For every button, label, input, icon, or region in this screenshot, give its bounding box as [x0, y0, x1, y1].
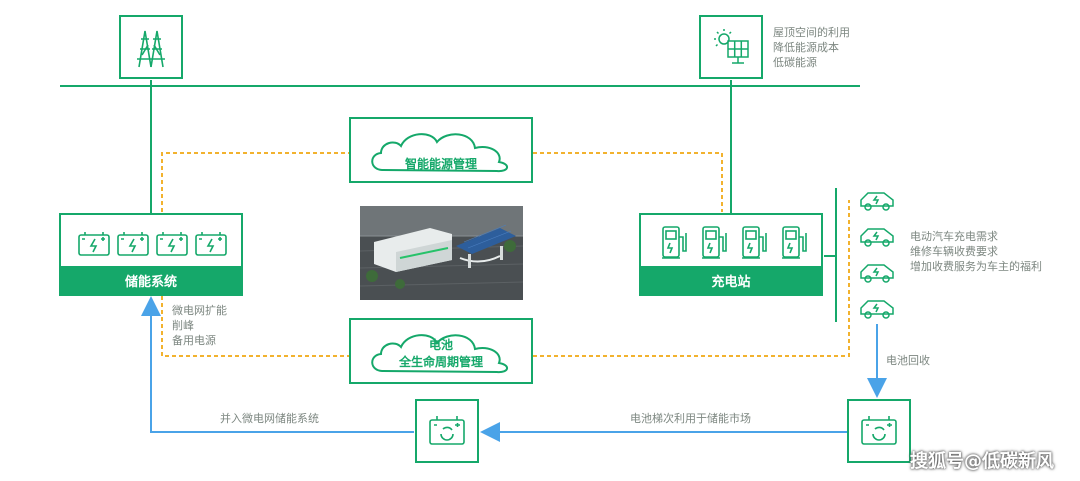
- ev-benefit-item: 增加收费服务为车主的福利: [910, 260, 1042, 273]
- lifecycle-dashed-line-right: [533, 200, 850, 357]
- solar-panel-box: [699, 15, 763, 79]
- battery-icon: [156, 232, 188, 256]
- battery-icon: [195, 232, 227, 256]
- charger-icons: [662, 226, 807, 259]
- solar-benefit-item: 降低能源成本: [773, 41, 839, 54]
- electric-car-icon: [860, 192, 894, 211]
- solar-benefit-item: 屋顶空间的利用: [773, 26, 850, 39]
- recycle-battery-icon: [429, 416, 465, 445]
- solar-benefit-item: 低碳能源: [773, 56, 817, 69]
- management-dashed-line-right: [533, 152, 723, 212]
- battery-icons: [78, 232, 227, 256]
- ev-benefits: 电动汽车充电需求 维修车辆收费要求 增加收费服务为车主的福利: [910, 229, 1042, 274]
- battery-recycling-label: 电池回收: [886, 354, 930, 367]
- charging-station-photo: [360, 206, 523, 300]
- ev-charger-icon: [742, 226, 767, 259]
- microgrid-arrow: [141, 296, 414, 433]
- solar-benefits: 屋顶空间的利用 降低能源成本 低碳能源: [773, 25, 850, 70]
- ev-charger-icon: [782, 226, 807, 259]
- storage-benefit-item: 微电网扩能: [172, 304, 227, 317]
- battery-lifecycle-label-1: 电池: [428, 338, 453, 352]
- power-tower-icon: [137, 30, 165, 68]
- storage-benefit-item: 备用电源: [172, 334, 216, 347]
- energy-management-label: 智能能源管理: [404, 157, 477, 171]
- battery-lifecycle-label-2: 全生命周期管理: [398, 355, 483, 369]
- watermark: 搜狐号@低碳新风: [910, 451, 1054, 472]
- charging-station-box: 充电站: [639, 213, 823, 296]
- electric-car-icons: [860, 192, 894, 319]
- cloud-icon: [371, 133, 508, 173]
- battery-icon: [78, 232, 110, 256]
- storage-benefits: 微电网扩能 削峰 备用电源: [172, 303, 227, 348]
- charging-station-label: 充电站: [641, 266, 821, 294]
- ev-benefit-item: 电动汽车充电需求: [910, 230, 998, 243]
- ev-charger-icon: [702, 226, 727, 259]
- grid-tower-box: [119, 15, 183, 79]
- battery-icon: [117, 232, 149, 256]
- management-dashed-line: [161, 152, 349, 212]
- recycled-battery-box: [847, 399, 911, 463]
- ev-benefit-item: 维修车辆收费要求: [910, 245, 998, 258]
- second-life-label: 电池梯次利用于储能市场: [630, 412, 751, 425]
- electric-car-icon: [860, 228, 894, 247]
- energy-storage-label: 储能系统: [61, 266, 241, 294]
- microgrid-integration-label: 并入微电网储能系统: [220, 412, 319, 425]
- energy-storage-box: 储能系统: [59, 213, 243, 296]
- recycle-battery-icon: [861, 416, 897, 445]
- lifecycle-dashed-line: [161, 296, 349, 357]
- second-life-battery-box: [415, 399, 479, 463]
- solar-panel-icon: [714, 29, 749, 64]
- electric-car-icon: [860, 300, 894, 319]
- battery-lifecycle-box: 电池 全生命周期管理: [349, 318, 533, 384]
- storage-benefit-item: 削峰: [172, 319, 194, 332]
- ev-charger-icon: [662, 226, 687, 259]
- energy-management-box: 智能能源管理: [349, 117, 533, 183]
- cloud-icon: [371, 334, 508, 374]
- electric-car-icon: [860, 264, 894, 283]
